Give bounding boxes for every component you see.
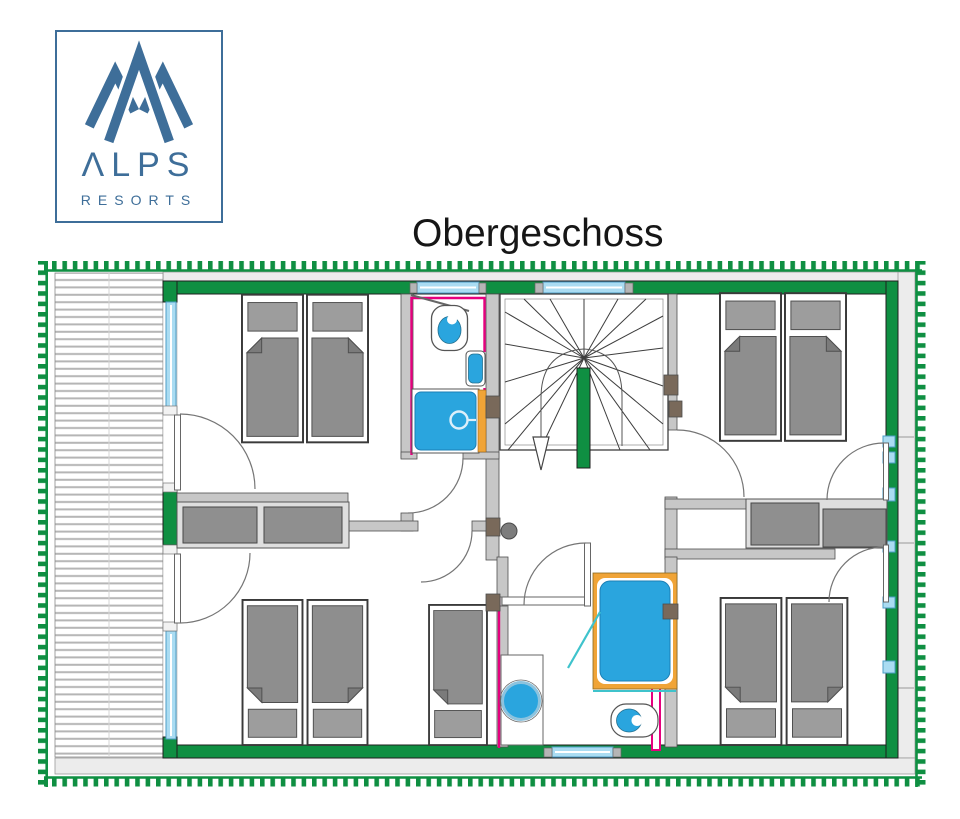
perimeter-hedge [38,261,926,787]
door-leaf [883,544,889,603]
door-leaf [883,442,889,501]
door-arc [676,429,745,498]
bed [428,604,488,746]
washbasin [499,654,544,746]
stair-treads [504,298,664,451]
column [500,522,518,540]
door-arc [407,457,464,514]
door-arc [828,546,885,603]
door-leaf [584,542,591,607]
toilet [430,304,469,352]
logo-wordmark: ΛLPS [81,146,197,184]
bathroom-bottom [497,542,678,751]
wardrobes [176,498,888,549]
bed [719,292,782,442]
door-arc [826,442,885,501]
washbasin [465,350,486,387]
door-arc [179,413,256,490]
door-leaf [174,553,181,624]
door-leaf [501,596,591,606]
balcony-deck [54,272,164,758]
alps-resorts-logo: ΛLPS RESORTS [55,30,223,223]
bathtub [592,572,678,690]
door-arc [179,552,251,624]
exterior-walls [162,280,899,759]
mountains-icon [84,40,194,145]
bathroom-top [410,293,487,455]
bed [306,293,369,444]
page-title: Obergeschoss [412,212,664,255]
bed [719,597,783,746]
door-arc [523,542,587,606]
stair-center-wall [576,367,591,469]
shower [411,388,487,454]
stair-direction-arrow [532,436,550,471]
staircase [499,293,669,471]
wall-piers [485,374,683,620]
doors [174,413,889,624]
bed [306,599,369,746]
bed [784,292,847,442]
bed [785,597,849,746]
toilet [610,703,659,738]
bed [241,599,304,746]
logo-subtitle: RESORTS [80,192,198,208]
door-leaf [174,414,181,491]
stair-walk-line [540,348,623,446]
door-arc [420,530,473,583]
bed [241,293,304,444]
shower-screen [567,611,601,669]
